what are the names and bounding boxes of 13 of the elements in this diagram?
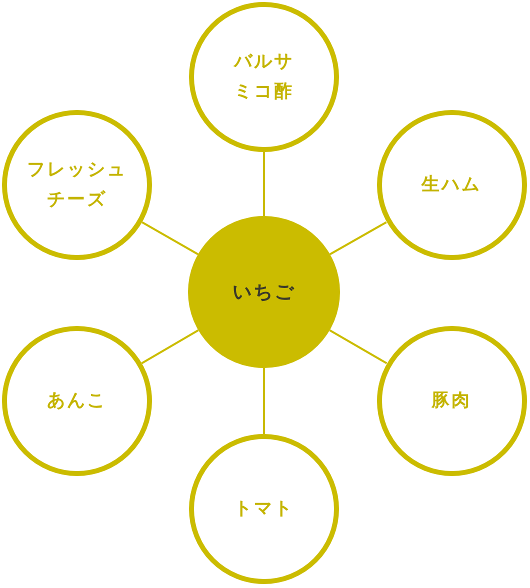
node-label: フレッシュチーズ — [26, 158, 128, 212]
connector-line — [330, 221, 387, 256]
connector-line — [329, 329, 388, 364]
connector-line — [263, 368, 265, 434]
node-label: バルサミコ酢 — [232, 50, 295, 104]
connector-line — [141, 329, 199, 364]
node-label: トマト — [234, 497, 294, 521]
node-label: 生ハム — [422, 173, 482, 197]
node-label: あんこ — [47, 389, 107, 413]
connector-line — [142, 221, 198, 256]
connector-line — [263, 152, 265, 216]
node-label: 豚肉 — [432, 389, 472, 413]
node-label: いちご — [232, 280, 296, 305]
